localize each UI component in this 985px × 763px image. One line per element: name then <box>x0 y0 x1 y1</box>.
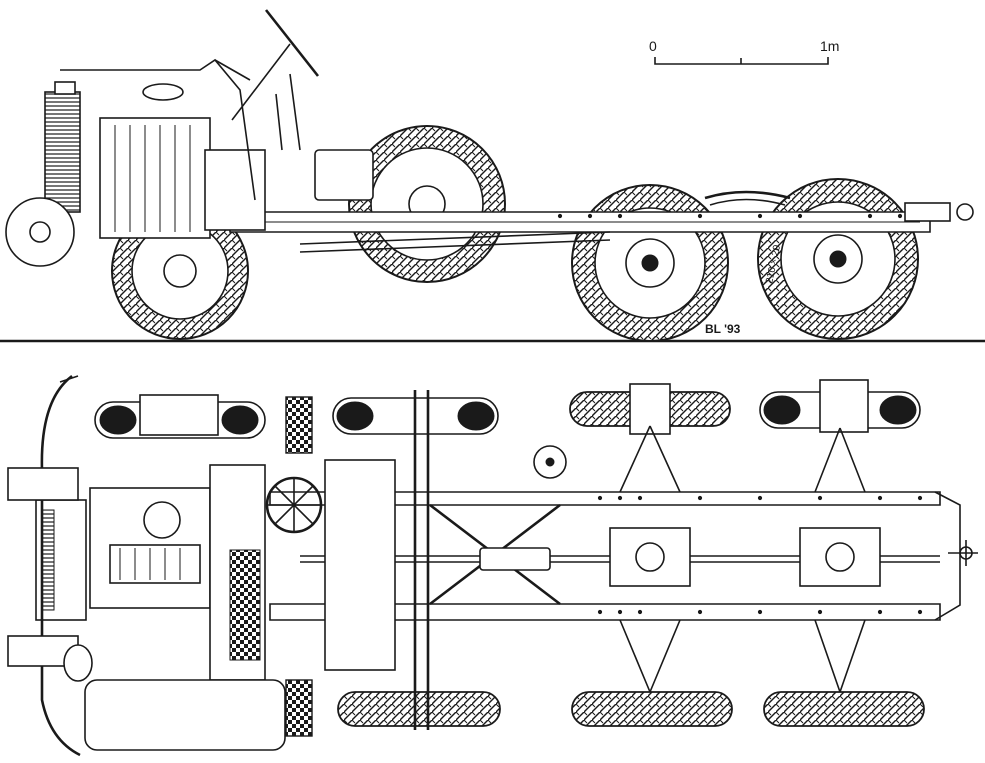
bogie-arms-top <box>619 425 866 493</box>
side-elevation-view: 210 × 20 BL '93 <box>0 9 985 343</box>
artist-signature: BL '93 <box>705 322 741 336</box>
propeller-shaft-side <box>299 231 611 245</box>
front-right-tyre-plan <box>285 679 313 737</box>
exhaust-plan <box>7 374 286 757</box>
steering-wheel-plan <box>265 476 323 534</box>
steering-wheel-side <box>214 9 320 121</box>
spare-tyre-top-plan <box>285 396 313 454</box>
spare-wheel-mount-plan <box>332 397 499 435</box>
scale-bar-end-label: 1m <box>820 38 839 54</box>
fuel-tank-side <box>314 149 374 201</box>
engine-plan <box>89 487 211 609</box>
spare-wheel-side <box>348 125 506 283</box>
transfer-box-plan <box>479 547 551 571</box>
winch-drum-side <box>5 197 75 267</box>
engine-side <box>99 83 266 239</box>
gear-levers-side <box>275 73 301 151</box>
front-wheel-side <box>111 202 249 340</box>
rear-differential-1-plan <box>609 527 691 587</box>
radiator-side <box>44 81 81 213</box>
rear-left-tyre-2-plan <box>759 379 921 433</box>
front-left-tyre-plan <box>94 394 266 439</box>
scale-bar-line <box>654 57 829 65</box>
fuel-tank-plan <box>324 459 396 671</box>
rear-differential-2-plan <box>799 527 881 587</box>
scale-bar: 0 1m <box>649 38 839 65</box>
spare-wheel-carrier <box>413 390 430 730</box>
rear-right-tyre-1-plan <box>571 691 733 727</box>
spare-tyre-bottom-plan <box>337 691 501 727</box>
radiator-plan <box>35 499 87 621</box>
rear-wheel-1-side <box>571 184 729 342</box>
rear-wheel-2-side <box>757 178 919 340</box>
frame-rivets-side <box>557 213 903 219</box>
brake-handwheel-plan <box>533 445 567 479</box>
bogie-arms-bottom <box>619 619 866 693</box>
plan-view <box>7 374 978 757</box>
scale-bar-start-label: 0 <box>649 38 657 54</box>
frame-rail-bottom <box>269 603 941 621</box>
air-filter-side <box>142 83 184 101</box>
frame-rail-top <box>269 491 941 506</box>
bogie-leaf-spring-side <box>704 190 791 200</box>
air-filter-plan <box>143 501 181 539</box>
horn-plan <box>7 467 79 501</box>
floor-plate-plan <box>229 549 261 661</box>
rear-right-tyre-2-plan <box>763 691 925 727</box>
silencer-plan <box>84 679 286 751</box>
tow-hook-side <box>904 202 974 222</box>
frame-rivets-plan <box>597 495 923 615</box>
tow-hook-plan <box>948 540 978 566</box>
